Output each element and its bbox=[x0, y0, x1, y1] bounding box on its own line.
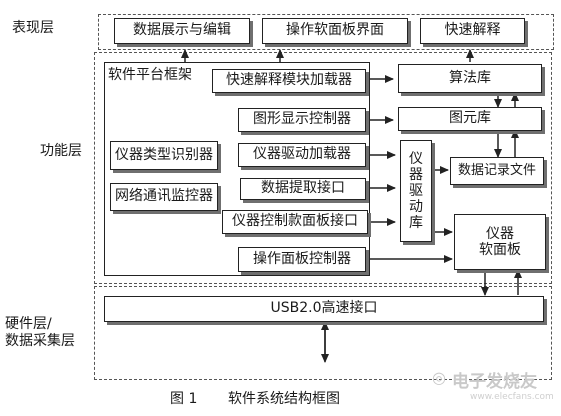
data-display-edit-box: 数据展示与编辑 bbox=[114, 18, 250, 44]
watermark-logo-icon: ◎ bbox=[432, 368, 446, 387]
quick-decode-loader-box: 快速解释模块加载器 bbox=[212, 69, 366, 93]
driver-lib-char-3: 驱 bbox=[409, 182, 423, 199]
operation-soft-panel-ui-box: 操作软面板界面 bbox=[262, 18, 408, 44]
driver-lib-char-2: 器 bbox=[409, 166, 423, 183]
watermark-url: www.elecfans.com bbox=[470, 392, 554, 402]
driver-lib-char-5: 库 bbox=[409, 215, 423, 232]
instrument-type-recognizer-box: 仪器类型识别器 bbox=[110, 141, 218, 170]
figure-number: 图 1 bbox=[170, 391, 198, 407]
software-platform-frame bbox=[104, 62, 370, 276]
presentation-layer-label: 表现层 bbox=[12, 20, 54, 36]
function-layer-label: 功能层 bbox=[40, 143, 82, 159]
hardware-layer-region bbox=[94, 286, 552, 380]
algorithm-library-box: 算法库 bbox=[398, 64, 542, 93]
function-layer-region bbox=[94, 52, 552, 284]
hardware-layer-label-line2: 数据采集层 bbox=[5, 333, 75, 349]
usb2-high-speed-interface-box: USB2.0高速接口 bbox=[104, 296, 544, 322]
data-log-file-box: 数据记录文件 bbox=[450, 157, 544, 185]
graphics-display-controller-box: 图形显示控制器 bbox=[238, 108, 366, 132]
instrument-soft-panel-box: 仪器 软面板 bbox=[454, 214, 546, 270]
figure-title: 软件系统结构框图 bbox=[228, 391, 340, 407]
operation-panel-controller-box: 操作面板控制器 bbox=[238, 247, 366, 272]
data-extract-interface-box: 数据提取接口 bbox=[240, 178, 366, 200]
quick-decode-box: 快速解释 bbox=[420, 18, 525, 44]
primitive-library-box: 图元库 bbox=[398, 107, 542, 131]
soft-panel-line2: 软面板 bbox=[479, 242, 521, 258]
soft-panel-line1: 仪器 bbox=[486, 225, 514, 242]
driver-lib-char-1: 仪 bbox=[409, 150, 423, 167]
instrument-control-panel-interface-box: 仪器控制款面板接口 bbox=[222, 210, 368, 234]
presentation-layer-region bbox=[98, 14, 554, 50]
watermark-brand: 电子发烧友 bbox=[452, 372, 537, 392]
driver-lib-char-4: 动 bbox=[409, 199, 423, 216]
hardware-layer-label-line1: 硬件层/ bbox=[5, 316, 52, 332]
network-comm-monitor-box: 网络通讯监控器 bbox=[110, 183, 218, 211]
instrument-driver-loader-box: 仪器驱动加载器 bbox=[238, 143, 366, 167]
instrument-driver-library-box: 仪 器 驱 动 库 bbox=[400, 140, 432, 242]
software-platform-title: 软件平台框架 bbox=[108, 67, 192, 83]
